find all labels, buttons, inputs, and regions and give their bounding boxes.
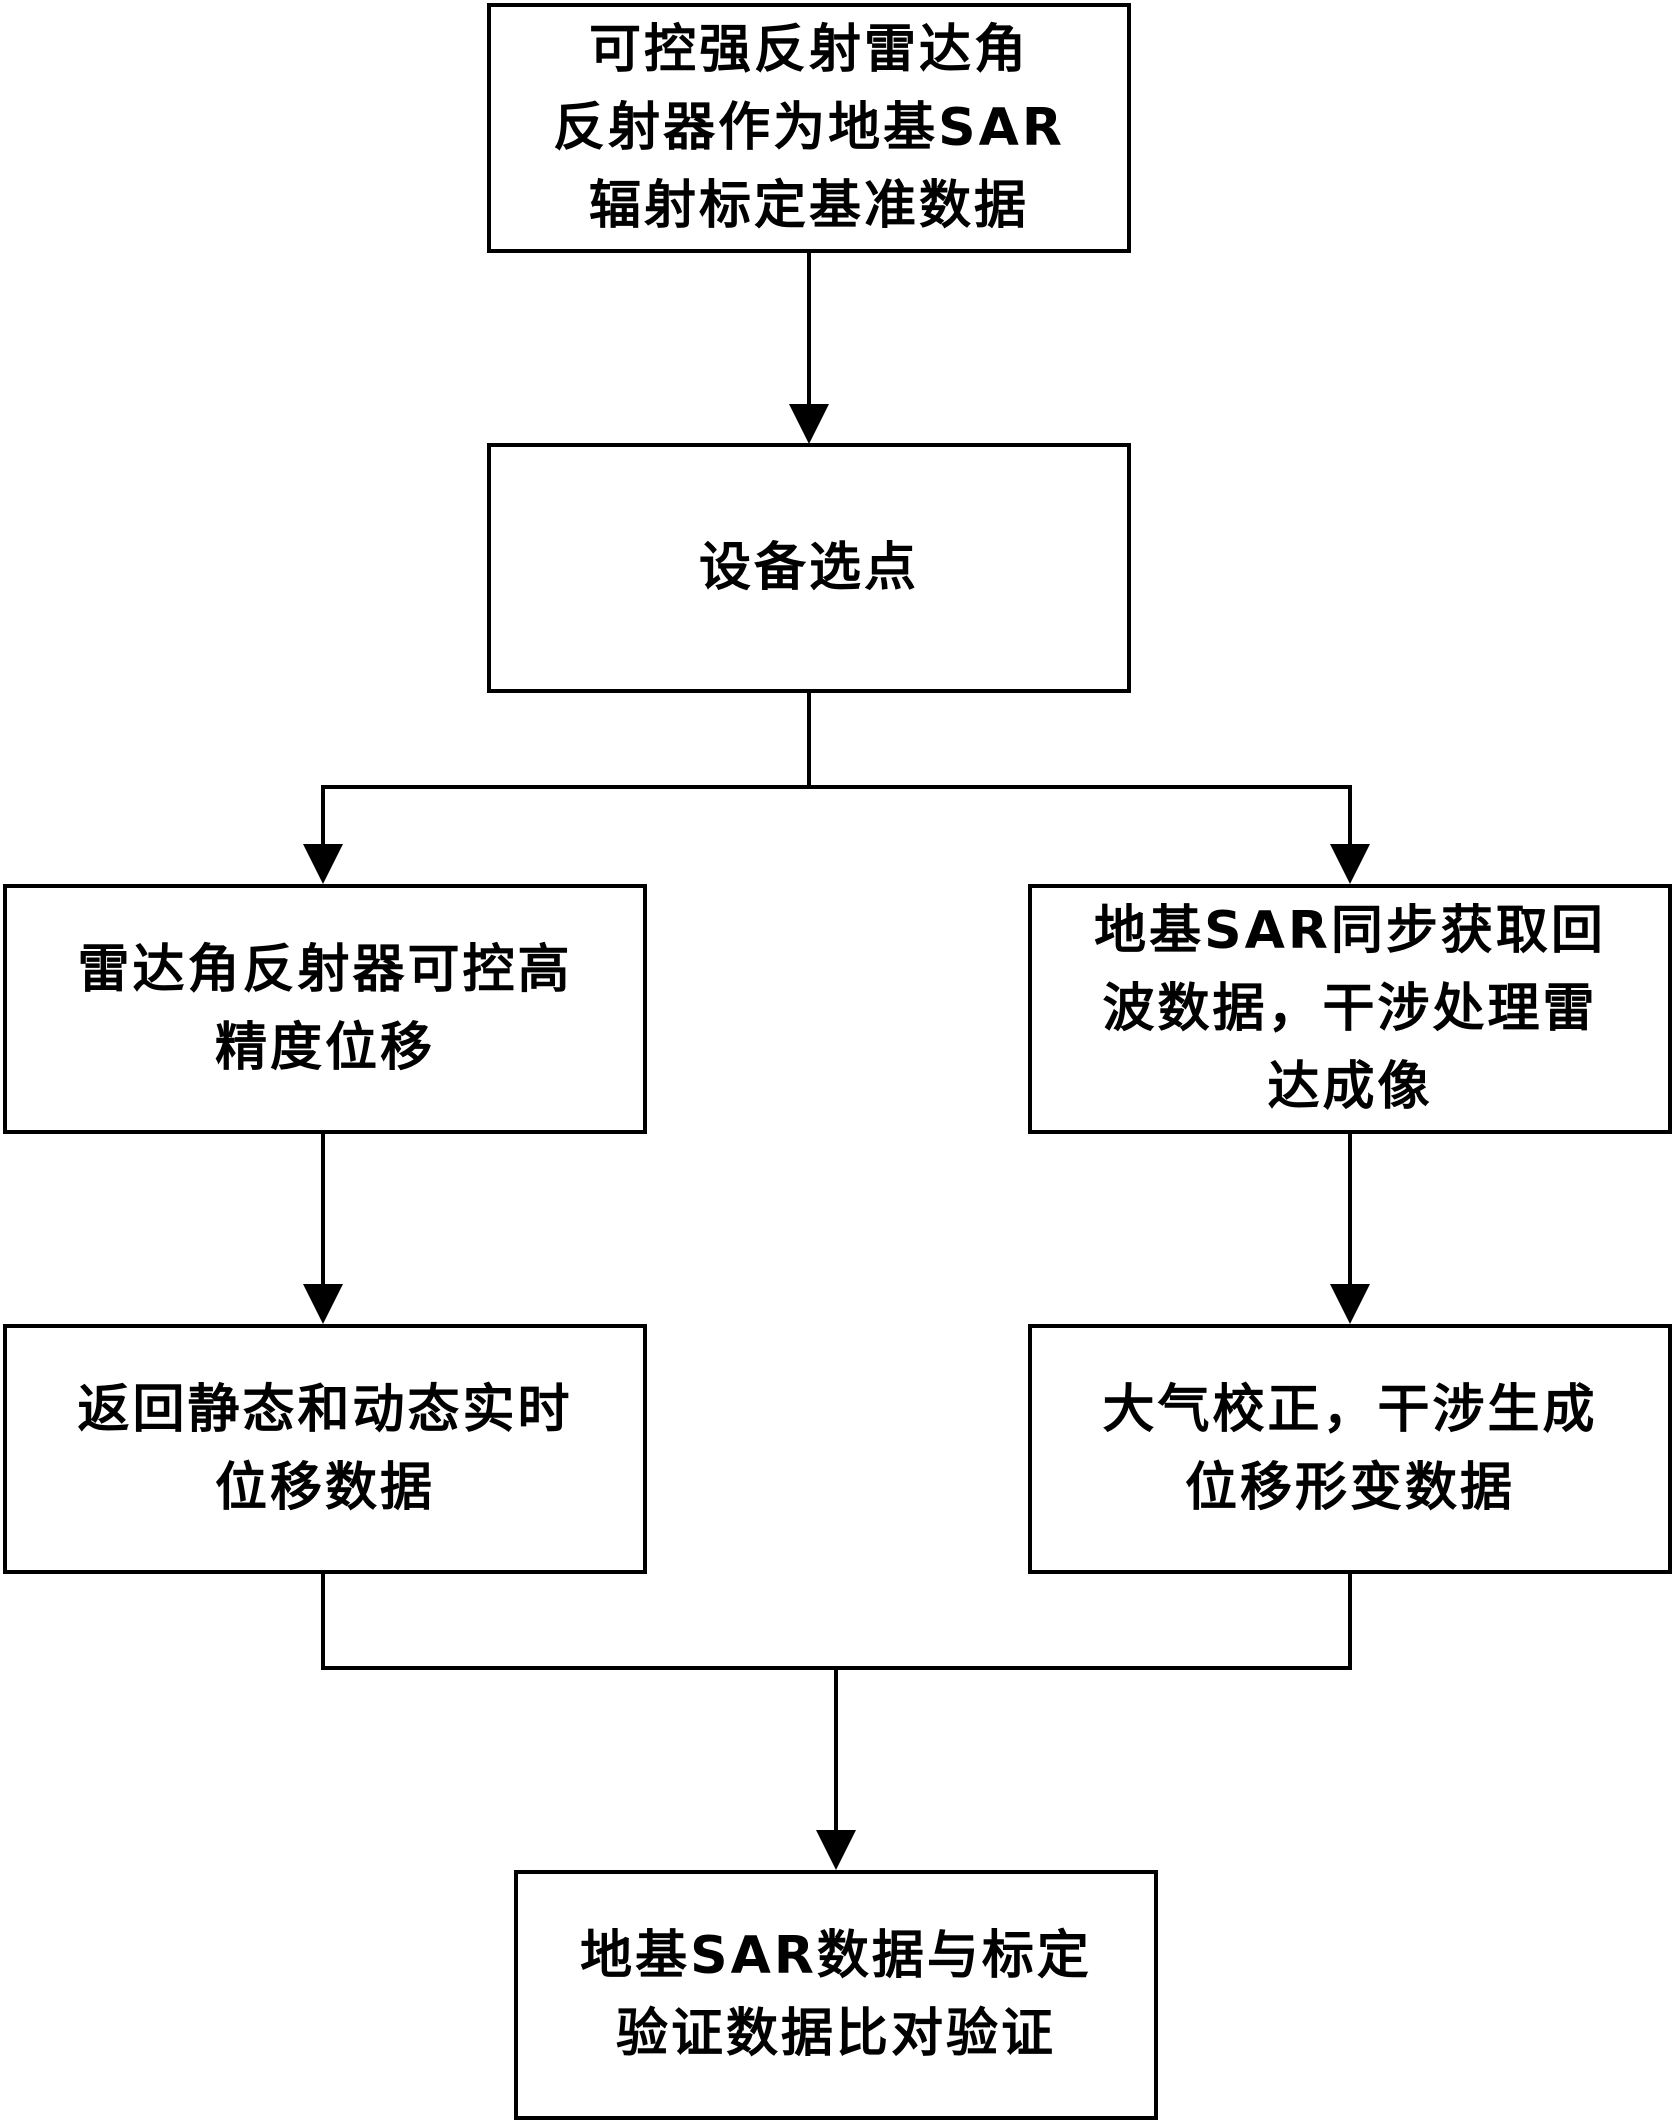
node-text-line: 地基SAR数据与标定 <box>580 1926 1092 1986</box>
node-atmospheric-correction-text: 大气校正，干涉生成 位移形变数据 <box>1102 1371 1597 1527</box>
node-text-line: 可控强反射雷达角 <box>588 20 1029 80</box>
edge-branches-to-compare <box>321 1574 1352 1870</box>
node-text-line: 地基SAR同步获取回 <box>1094 901 1606 961</box>
node-corner-reflector-displacement: 雷达角反射器可控高 精度位移 <box>3 884 647 1134</box>
node-text-line: 反射器作为地基SAR <box>553 98 1065 158</box>
node-final-comparison-text: 地基SAR数据与标定 验证数据比对验证 <box>580 1917 1092 2073</box>
node-site-selection-text: 设备选点 <box>699 529 919 607</box>
node-sar-echo-acquisition: 地基SAR同步获取回 波数据，干涉处理雷 达成像 <box>1028 884 1672 1134</box>
node-static-dynamic-return-text: 返回静态和动态实时 位移数据 <box>77 1371 572 1527</box>
node-text-line: 设备选点 <box>698 538 919 598</box>
node-atmospheric-correction: 大气校正，干涉生成 位移形变数据 <box>1028 1324 1672 1574</box>
edge-site-to-branches <box>303 693 1370 884</box>
node-text-line: 达成像 <box>1267 1057 1433 1117</box>
node-text-line: 大气校正，干涉生成 <box>1102 1380 1598 1440</box>
node-final-comparison: 地基SAR数据与标定 验证数据比对验证 <box>514 1870 1158 2120</box>
node-text-line: 位移数据 <box>214 1458 435 1518</box>
node-text-line: 位移形变数据 <box>1184 1458 1515 1518</box>
node-text-line: 返回静态和动态实时 <box>77 1380 573 1440</box>
node-text-line: 雷达角反射器可控高 <box>77 940 573 1000</box>
node-static-dynamic-return: 返回静态和动态实时 位移数据 <box>3 1324 647 1574</box>
node-text-line: 精度位移 <box>214 1018 435 1078</box>
node-site-selection: 设备选点 <box>487 443 1131 693</box>
node-text-line: 波数据，干涉处理雷 <box>1102 979 1598 1039</box>
node-text-line: 验证数据比对验证 <box>615 2004 1056 2064</box>
node-calibration-reference-text: 可控强反射雷达角 反射器作为地基SAR 辐射标定基准数据 <box>553 11 1065 245</box>
node-calibration-reference: 可控强反射雷达角 反射器作为地基SAR 辐射标定基准数据 <box>487 3 1131 253</box>
node-corner-reflector-displacement-text: 雷达角反射器可控高 精度位移 <box>77 931 572 1087</box>
node-text-line: 辐射标定基准数据 <box>588 176 1029 236</box>
node-sar-echo-acquisition-text: 地基SAR同步获取回 波数据，干涉处理雷 达成像 <box>1094 892 1606 1126</box>
